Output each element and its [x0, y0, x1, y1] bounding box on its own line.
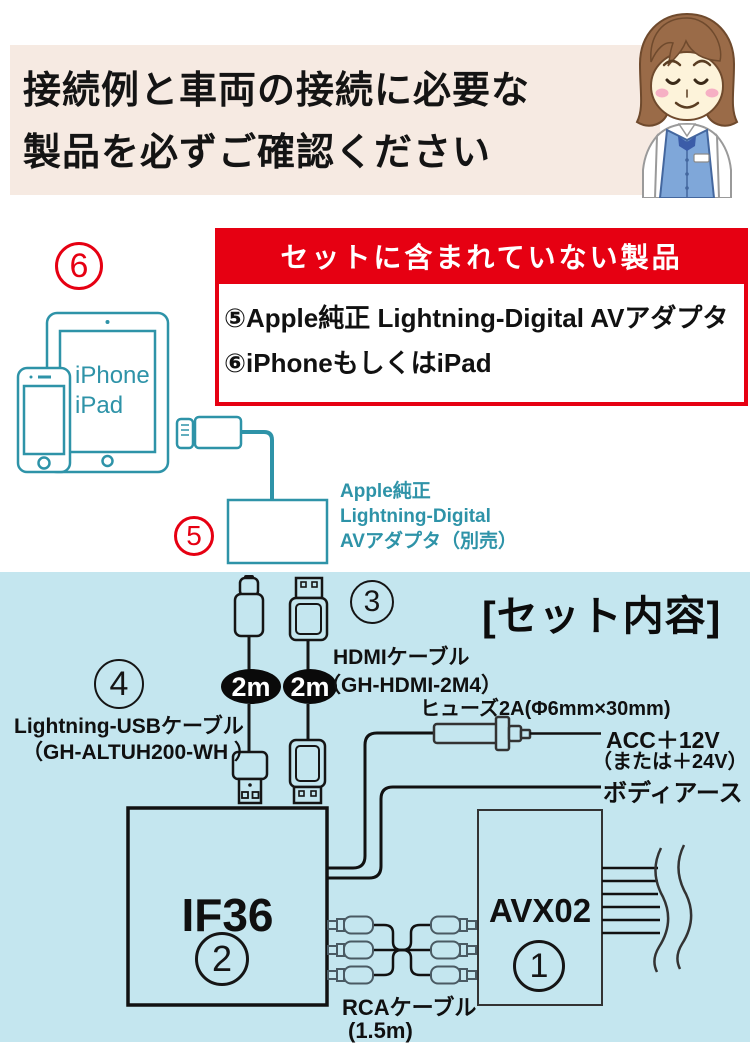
lightning-usb-cable	[221, 575, 281, 805]
adapter-cable	[241, 430, 274, 500]
support-staff-illustration	[635, 12, 739, 198]
item-number-1: 1	[513, 940, 565, 992]
set-contents-section	[0, 572, 750, 1042]
item-number-4: 4	[94, 659, 144, 709]
acc-power-label2: （または＋24V）	[592, 751, 748, 773]
item-number-5: 5	[174, 516, 214, 556]
excluded-products-box: セットに含まれていない製品 ⑤Apple純正 Lightning-Digital…	[215, 228, 748, 406]
lightning-cable-label: Lightning-USBケーブル	[14, 715, 244, 738]
rca-cable-length: (1.5m)	[348, 1018, 413, 1043]
acc-power-label: ACC＋12V	[606, 727, 720, 753]
avx02-harness-wires	[602, 866, 660, 935]
excluded-products-header: セットに含まれていない製品	[219, 232, 744, 284]
adapter-caption-line3: AVアダプタ（別売）	[340, 531, 517, 552]
length-label-left: 2m	[231, 672, 271, 702]
rca-cable	[327, 915, 477, 985]
item-number-4-text: 4	[109, 664, 129, 703]
length-badge-left	[221, 669, 281, 704]
fuse-label: ヒューズ2A(Φ6mm×30mm)	[420, 698, 671, 720]
banner-text-line1: 接続例と車両の接続に必要な	[23, 70, 531, 112]
item-number-5-text: 5	[186, 520, 202, 551]
body-earth-wire	[327, 785, 601, 880]
usb-a-connector-icon	[231, 750, 269, 805]
adapter-caption-line1: Apple純正	[340, 481, 431, 502]
banner-text-line2: 製品を必ずご確認ください	[23, 132, 492, 174]
adapter-caption: Apple純正 Lightning-Digital AVアダプタ（別売）	[340, 479, 517, 554]
lightning-cable-model: （GH-ALTUH200-WH ）	[22, 741, 255, 764]
wiring-diagram	[126, 575, 693, 1007]
if36-box	[126, 806, 329, 1007]
set-contents-title: [セット内容]	[482, 593, 722, 639]
usb-a-connector-icon	[288, 576, 329, 642]
excluded-item-5: ⑤Apple純正 Lightning-Digital AVアダプタ	[224, 303, 729, 333]
hdmi-cable-model: （GH-HDMI-2M4）	[320, 674, 502, 697]
notice-banner: 接続例と車両の接続に必要な 製品を必ずご確認ください	[10, 45, 660, 195]
item-number-2: 2	[195, 932, 249, 986]
iphone-illustration	[16, 366, 72, 474]
av-adapter-illustration	[226, 498, 329, 565]
adapter-caption-line2: Lightning-Digital	[340, 506, 491, 527]
iphone-label: iPhone	[75, 362, 150, 389]
device-illustration-group	[16, 311, 329, 565]
hdmi-cable-label: HDMIケーブル	[333, 646, 470, 669]
item-number-6-text: 6	[69, 246, 89, 285]
item-number-2-text: 2	[211, 938, 233, 979]
rca-wires	[373, 923, 431, 977]
ipad-label: iPad	[75, 392, 124, 419]
hdmi-cable	[283, 576, 337, 805]
lightning-connector-icon	[175, 415, 243, 450]
item-number-6: 6	[55, 242, 103, 290]
avx02-name: AVX02	[488, 892, 592, 929]
rca-plug-icon	[327, 915, 477, 985]
fuse-icon	[432, 715, 532, 752]
length-badge-right	[283, 669, 337, 704]
item-number-3-text: 3	[363, 585, 381, 618]
hdmi-connector-icon	[288, 738, 327, 805]
wire-break-squiggle-icon	[653, 844, 693, 973]
acc-power-wire	[327, 715, 601, 870]
item-number-1-text: 1	[529, 946, 549, 985]
length-label-right: 2m	[290, 672, 330, 702]
item-number-3: 3	[350, 580, 394, 624]
rca-cable-label: RCAケーブル	[342, 995, 477, 1020]
body-earth-label: ボディアース	[603, 780, 743, 807]
excluded-item-6: ⑥iPhoneもしくはiPad	[224, 348, 492, 378]
